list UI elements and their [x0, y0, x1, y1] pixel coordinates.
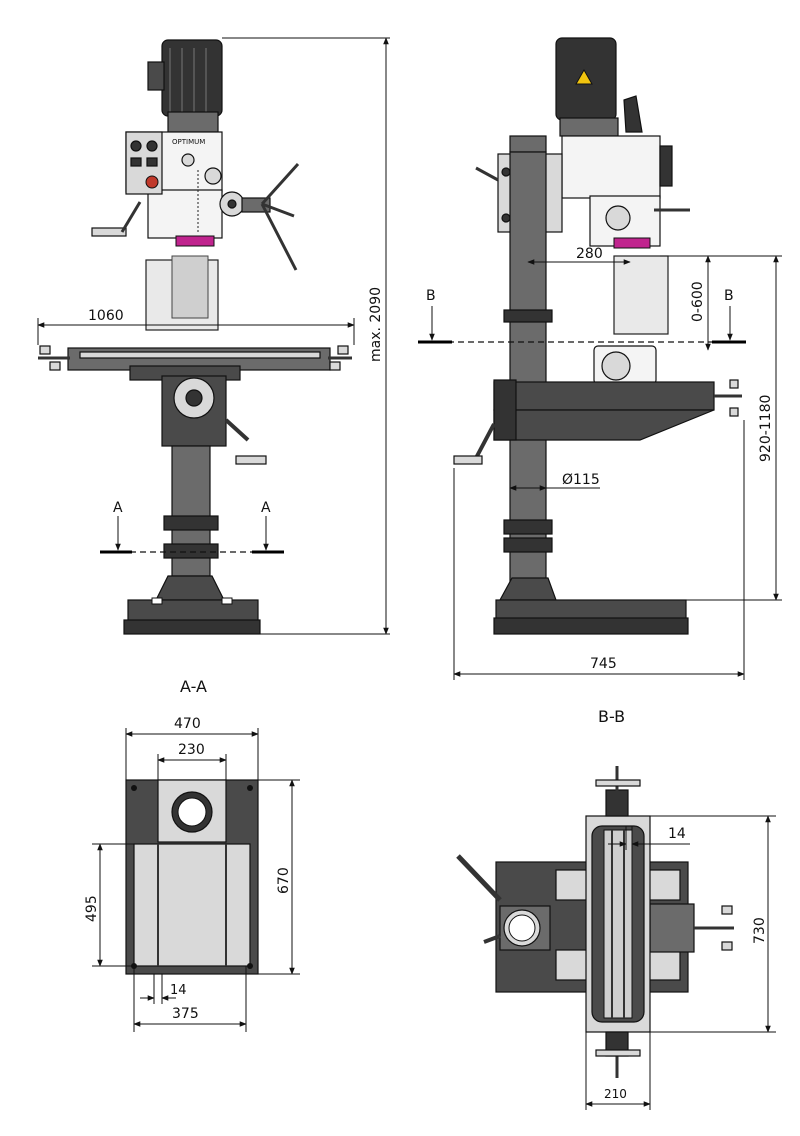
dim-1060-label: 1060	[88, 308, 124, 324]
compound-table	[38, 345, 352, 381]
section-aa: A-A 470 230 670 495	[84, 677, 300, 1032]
dim-column-offset: 280	[527, 246, 631, 265]
dim-745-label: 745	[590, 656, 617, 672]
section-a-label-left: A	[113, 500, 123, 516]
dim-column-diameter: Ø115	[509, 472, 600, 491]
dim-14-bb-label: 14	[668, 826, 686, 842]
side-motor	[555, 37, 643, 137]
dim-0-600-label: 0-600	[690, 281, 706, 322]
dim-spindle-travel: 0-600	[660, 255, 716, 351]
motor	[147, 39, 223, 133]
section-bb-title: B-B	[598, 707, 625, 726]
dim-280-label: 280	[576, 246, 603, 262]
dim-14-aa-label: 14	[170, 983, 187, 998]
side-accent-ring	[613, 237, 651, 249]
dim-495-label: 495	[84, 895, 100, 922]
feed-handle	[91, 162, 300, 271]
section-aa-title: A-A	[180, 677, 207, 696]
section-b-label-left: B	[426, 288, 436, 304]
dim-210-label: 210	[604, 1087, 627, 1101]
section-a-label-right: A	[261, 500, 271, 516]
dim-375-label: 375	[172, 1006, 199, 1022]
drill-head: OPTIMUM	[125, 131, 223, 247]
section-bb: B-B 14	[456, 707, 776, 1110]
dim-920-1180-label: 920-1180	[758, 395, 774, 462]
brand-label: OPTIMUM	[172, 138, 205, 146]
section-b-markers: B B	[418, 288, 746, 344]
section-a-markers: A A	[100, 500, 284, 554]
accent-ring	[175, 235, 215, 247]
dim-670-label: 670	[276, 867, 292, 894]
dim-230-label: 230	[178, 742, 205, 758]
side-column	[509, 151, 547, 583]
dim-730-label: 730	[752, 917, 768, 944]
table-bracket	[161, 375, 267, 465]
base	[123, 575, 261, 635]
dim-table-width: 1060	[37, 308, 355, 345]
dim-115-label: Ø115	[562, 472, 600, 488]
side-table	[453, 345, 742, 465]
side-chuck-guard	[613, 255, 669, 335]
front-view: OPTIMUM	[37, 37, 390, 635]
dim-table-height: 920-1180	[686, 255, 782, 601]
side-head	[475, 135, 690, 249]
dim-height: max. 2090	[222, 37, 390, 635]
dim-2090-label: max. 2090	[368, 287, 384, 362]
section-b-label-right: B	[724, 288, 734, 304]
dim-470-label: 470	[174, 716, 201, 732]
dim-depth: 745	[453, 420, 745, 680]
side-base	[493, 577, 689, 635]
side-view: B B 280 0-600 920-1180 Ø115	[418, 37, 782, 680]
